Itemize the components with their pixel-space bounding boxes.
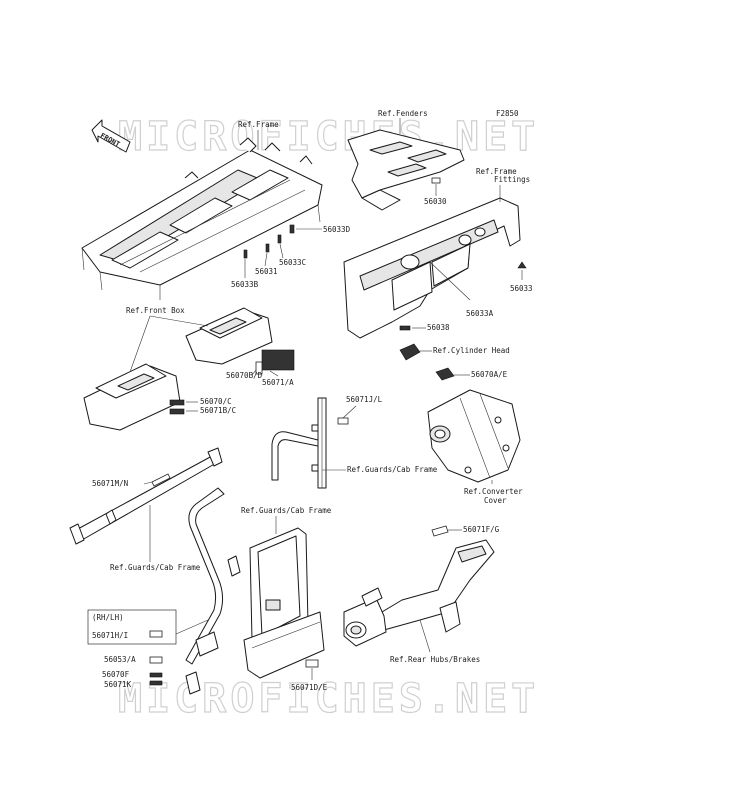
label-56053-A: 56053/A [104,655,136,664]
label-56071M-N: 56071M/N [92,479,128,488]
label-56070-C: 56070/C [200,397,232,406]
label-56070F: 56070F [102,670,130,679]
label-56033B: 56033B [231,280,259,289]
decal-56070-C [169,399,185,406]
label-56071H-I: 56071H/I [92,631,128,640]
decal-56033B [243,249,248,259]
cab-panel-drawing [243,527,325,679]
label-56070A-E: 56070A/E [471,370,508,379]
decal-56033 [517,261,527,269]
label-56038: 56038 [427,323,450,332]
guard-bar-drawing [271,397,327,489]
label-ref-fenders: Ref.Fenders [378,109,428,118]
label-56033: 56033 [510,284,533,293]
decal-56030 [431,177,441,184]
decal-56033C [277,234,282,244]
label-ref-guards-cab-2: Ref.Guards/Cab Frame [110,563,201,572]
rh-lh-box [87,609,177,645]
decal-56071K [149,680,163,686]
label-56030: 56030 [424,197,447,206]
cylinder-head-decal [399,343,421,361]
decal-56033D [289,224,295,234]
cross-bar-drawing [69,447,223,545]
decal-56038 [399,325,411,331]
label-56071-A: 56071/A [262,378,294,387]
label-56071D-E: 56071D/E [291,683,328,692]
label-ref-frame: Ref.Frame [238,120,279,129]
decal-56031 [265,243,270,253]
label-ref-guards-cab-3: Ref.Guards/Cab Frame [241,506,332,515]
label-ref-front-box: Ref.Front Box [126,306,185,315]
label-56070B-D: 56070B/D [226,371,263,380]
watermark-top: MICROFICHES.NET [118,114,539,160]
figure-code: F2850 [496,109,519,118]
label-ref-converter-2: Cover [484,496,507,505]
label-rh-lh: (RH/LH) [92,613,124,622]
label-56071J-L: 56071J/L [346,395,383,404]
label-ref-converter-1: Ref.Converter [464,487,523,496]
label-ref-rear-hubs: Ref.Rear Hubs/Brakes [390,655,480,664]
decal-56071M-N [151,473,171,487]
frame-drawing [81,137,323,300]
decal-56070B-D [255,361,263,375]
label-ref-guards-cab-1: Ref.Guards/Cab Frame [347,465,438,474]
side-tube-drawing [185,487,241,695]
decal-56071-A [261,349,295,371]
label-56071K: 56071K [104,680,132,689]
label-56033C: 56033C [279,258,306,267]
label-ref-cylinder-head: Ref.Cylinder Head [433,346,510,355]
front-box-drawing [83,307,273,431]
converter-cover-drawing [427,389,521,483]
decal-56071J-L [337,417,349,425]
label-56071F-G: 56071F/G [463,525,500,534]
decal-56071B-C [169,408,185,415]
watermark-bottom: MICROFICHES.NET [118,676,539,722]
rear-hubs-drawing [343,539,495,647]
label-56033A: 56033A [466,309,494,318]
label-ref-frame-fittings-1: Ref.Frame [476,167,517,176]
label-56071B-C: 56071B/C [200,406,236,415]
label-56031: 56031 [255,267,278,276]
decal-56071D-E [305,659,319,668]
fenders-drawing [347,129,465,211]
decal-56070A-E [435,367,455,381]
frame-fittings-drawing [343,197,521,339]
decal-56071H-I [149,630,163,638]
decal-56070F [149,672,163,678]
label-56033D: 56033D [323,225,351,234]
decal-56071F-G [431,525,449,537]
label-ref-frame-fittings-2: Fittings [494,175,530,184]
decal-56053-A [149,656,163,664]
